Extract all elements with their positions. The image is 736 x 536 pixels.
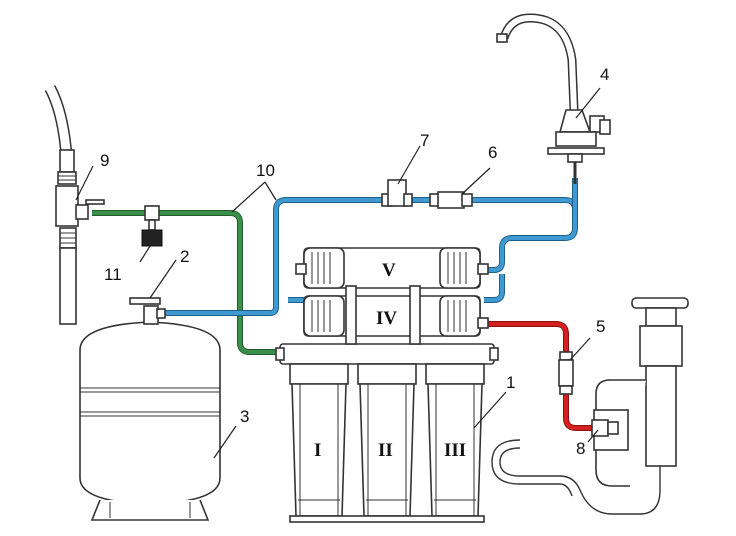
stage-label-2: II <box>378 440 393 461</box>
flow-restrictor-7 <box>381 179 413 207</box>
callout-labels: 9 10 7 6 4 2 11 3 5 1 8 <box>100 65 609 458</box>
flow-restrictor-5 <box>558 351 574 395</box>
drain-saddle-clamp-8 <box>591 419 619 437</box>
stage-label-5: V <box>382 260 396 281</box>
label-2: 2 <box>180 247 189 266</box>
faucet <box>496 13 611 184</box>
check-valve-6 <box>429 191 473 209</box>
stage-label-1: I <box>314 440 321 461</box>
water-lines <box>92 178 596 431</box>
filter-housing-3 <box>425 363 485 517</box>
filter-stage-labels: I II III IV V <box>314 260 466 461</box>
label-5: 5 <box>596 317 605 336</box>
membrane-iv <box>303 285 489 345</box>
stage-label-4: IV <box>376 308 397 329</box>
red-drain-line <box>486 321 596 431</box>
post-filter-v <box>295 247 489 289</box>
label-10: 10 <box>256 161 275 180</box>
label-11: 11 <box>104 265 122 284</box>
filter-housing-1 <box>289 363 349 517</box>
label-4: 4 <box>600 65 609 84</box>
label-3: 3 <box>240 407 249 426</box>
label-1: 1 <box>506 373 515 392</box>
supply-tee-valve <box>44 85 105 325</box>
storage-tank <box>79 297 221 521</box>
drain-saddle-tee <box>141 205 163 247</box>
label-8: 8 <box>576 439 585 458</box>
leader-lines <box>75 87 601 459</box>
sink-drain-trap <box>491 297 689 515</box>
prefilter-housings <box>289 363 485 523</box>
label-6: 6 <box>488 143 497 162</box>
label-7: 7 <box>420 131 429 150</box>
label-9: 9 <box>100 151 109 170</box>
prefilter-rack <box>275 343 499 365</box>
stage-label-3: III <box>444 440 466 461</box>
